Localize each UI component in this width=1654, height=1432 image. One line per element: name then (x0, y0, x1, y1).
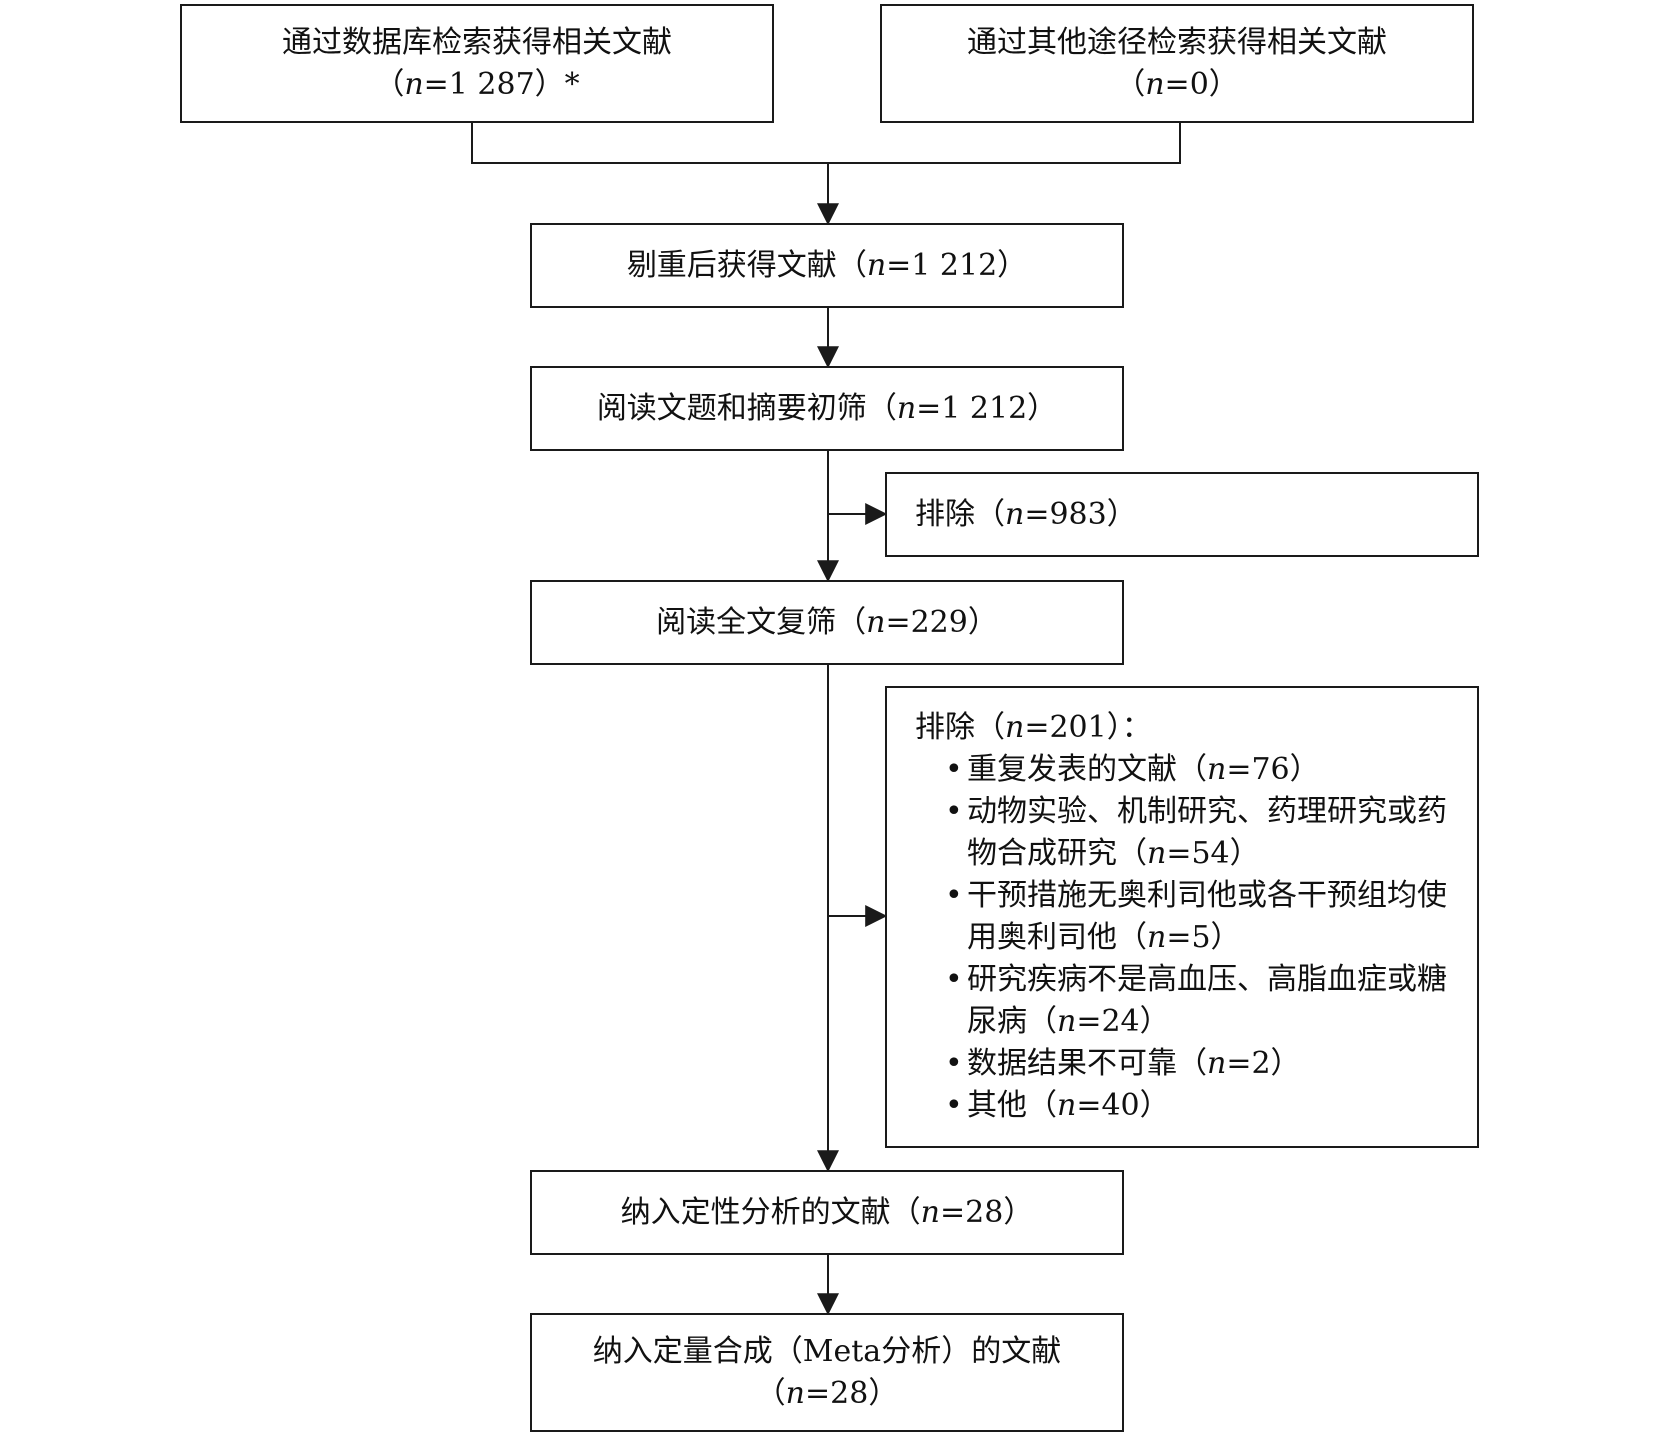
qualitative-label: 纳入定性分析的文献 (620, 1194, 891, 1230)
exclusion-reason-item: 研究疾病不是高血压、高脂血症或糖尿病（n=24） (915, 959, 1477, 1043)
title-abstract-count: （n=1 212） (866, 390, 1058, 426)
exclusion-reason-text: 动物实验、机制研究、药理研究或药物合成研究（n=54） (967, 794, 1447, 871)
database-search-box: 通过数据库检索获得相关文献 （n=1 287）* (180, 4, 774, 123)
exclusion-reason-text: 研究疾病不是高血压、高脂血症或糖尿病（n=24） (967, 962, 1447, 1039)
exclusion-reason-item: 动物实验、机制研究、药理研究或药物合成研究（n=54） (915, 791, 1477, 875)
quantitative-count: （n=28） (755, 1375, 899, 1411)
title-abstract-screening-box: 阅读文题和摘要初筛（n=1 212） (530, 366, 1124, 451)
qualitative-analysis-box: 纳入定性分析的文献（n=28） (530, 1170, 1124, 1255)
first-exclusion-count: （n=983） (975, 496, 1137, 532)
exclusion-reason-item: 重复发表的文献（n=76） (915, 749, 1477, 791)
database-search-count: （n=1 287）* (374, 66, 580, 102)
exclusion-reason-text: 其他（n=40） (967, 1088, 1170, 1123)
database-search-label: 通过数据库检索获得相关文献 (282, 24, 672, 60)
exclusion-reason-list: 重复发表的文献（n=76） 动物实验、机制研究、药理研究或药物合成研究（n=54… (915, 749, 1477, 1127)
second-exclusion-count: （n=201）： (975, 710, 1152, 745)
exclusion-reason-text: 干预措施无奥利司他或各干预组均使用奥利司他（n=5） (967, 878, 1447, 955)
quantitative-label: 纳入定量合成（Meta分析）的文献 (592, 1333, 1062, 1369)
quantitative-synthesis-box: 纳入定量合成（Meta分析）的文献 （n=28） (530, 1313, 1124, 1432)
fulltext-count: （n=229） (836, 604, 998, 640)
title-abstract-label: 阅读文题和摘要初筛 (596, 390, 867, 426)
exclusion-reason-text: 数据结果不可靠（n=2） (967, 1046, 1301, 1081)
dedup-box: 剔重后获得文献（n=1 212） (530, 223, 1124, 308)
dedup-label: 剔重后获得文献 (626, 247, 837, 283)
second-exclusion-label: 排除 (915, 710, 975, 745)
first-exclusion-label: 排除 (915, 496, 975, 532)
dedup-count: （n=1 212） (836, 247, 1028, 283)
second-exclusion-box: 排除（n=201）： 重复发表的文献（n=76） 动物实验、机制研究、药理研究或… (885, 686, 1479, 1148)
fulltext-screening-box: 阅读全文复筛（n=229） (530, 580, 1124, 665)
exclusion-reason-text: 重复发表的文献（n=76） (967, 752, 1320, 787)
qualitative-count: （n=28） (890, 1194, 1034, 1230)
merge-connector (471, 121, 1181, 164)
fulltext-label: 阅读全文复筛 (656, 604, 837, 640)
first-exclusion-box: 排除（n=983） (885, 472, 1479, 557)
exclusion-reason-item: 其他（n=40） (915, 1085, 1477, 1127)
other-source-label: 通过其他途径检索获得相关文献 (967, 24, 1387, 60)
other-source-box: 通过其他途径检索获得相关文献 （n=0） (880, 4, 1474, 123)
exclusion-reason-item: 数据结果不可靠（n=2） (915, 1043, 1477, 1085)
exclusion-reason-item: 干预措施无奥利司他或各干预组均使用奥利司他（n=5） (915, 875, 1477, 959)
other-source-count: （n=0） (1115, 66, 1239, 102)
